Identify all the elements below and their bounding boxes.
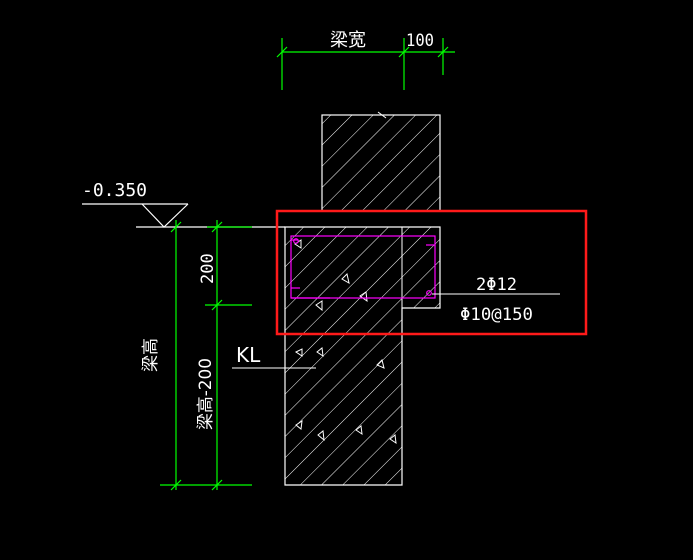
kl-label: KL xyxy=(236,343,261,367)
elevation-marker xyxy=(82,203,285,228)
beam-height-minus-label: 梁高-200 xyxy=(196,358,216,430)
rebar-cage xyxy=(290,235,436,299)
beam-section xyxy=(284,226,441,486)
highlight-box xyxy=(275,209,588,336)
rebar-stirrup-label: Φ10@150 xyxy=(460,305,533,325)
top-dimension xyxy=(276,38,455,90)
left-dimensions xyxy=(160,220,252,491)
rebar-top-label: 2Φ12 xyxy=(476,275,517,295)
dim-200-label: 200 xyxy=(198,253,218,284)
beam-height-label: 梁高 xyxy=(141,338,161,372)
upper-wall xyxy=(321,111,441,212)
extension-label: 100 xyxy=(406,31,434,51)
elevation-label: -0.350 xyxy=(82,180,147,201)
beam-width-label: 梁宽 xyxy=(330,30,366,51)
